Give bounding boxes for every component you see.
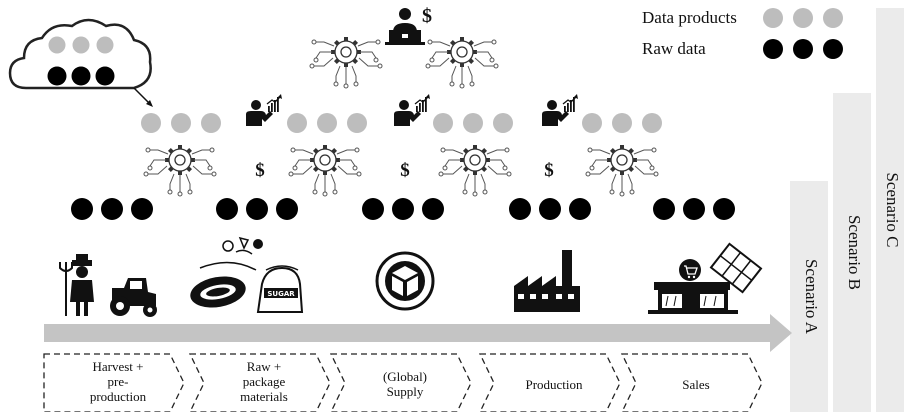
data-product-dot bbox=[317, 113, 337, 133]
scenario-band: Scenario A bbox=[790, 181, 828, 412]
raw-data-dot bbox=[793, 39, 813, 59]
stage-chevron: Production bbox=[478, 353, 621, 412]
scenario-label: Scenario B bbox=[845, 215, 864, 290]
gear-processing-icon bbox=[287, 143, 363, 198]
legend-data-products-label: Data products bbox=[642, 8, 737, 27]
analyst-chart-icon bbox=[541, 93, 579, 127]
gear-processing-icon bbox=[584, 143, 660, 198]
package-box-icon bbox=[375, 251, 435, 311]
currency-symbol: $ bbox=[544, 160, 554, 181]
stage-label: materials bbox=[240, 389, 288, 404]
gear-processing-icon bbox=[437, 143, 513, 198]
raw-data-dot bbox=[392, 198, 414, 220]
raw-data-dot bbox=[763, 39, 783, 59]
raw-data-dot bbox=[47, 66, 67, 86]
raw-data-dot bbox=[539, 198, 561, 220]
legend-raw-data-label: Raw data bbox=[642, 39, 706, 58]
currency-symbol: $ bbox=[422, 5, 432, 27]
raw-data-dot bbox=[569, 198, 591, 220]
analyst-chart-icon bbox=[245, 93, 283, 127]
data-product-dot bbox=[201, 113, 221, 133]
cloud-icon bbox=[8, 18, 153, 107]
currency-symbol: $ bbox=[255, 160, 265, 181]
gear-processing-icon bbox=[424, 35, 500, 90]
svg-text:SUGAR: SUGAR bbox=[267, 290, 295, 298]
stage-label: production bbox=[90, 389, 147, 404]
stage-chevron: (Global)Supply bbox=[329, 353, 472, 412]
stage-label: Sales bbox=[682, 377, 709, 392]
raw-data-dot bbox=[71, 198, 93, 220]
factory-icon bbox=[514, 250, 580, 312]
raw-data-dot bbox=[101, 198, 123, 220]
gear-processing-icon bbox=[308, 35, 384, 90]
raw-data-dot bbox=[713, 198, 735, 220]
raw-data-dot bbox=[95, 66, 115, 86]
stage-chevron: Sales bbox=[620, 353, 763, 412]
raw-data-dot bbox=[71, 66, 91, 86]
raw-data-dot bbox=[362, 198, 384, 220]
data-product-dot bbox=[171, 113, 191, 133]
data-product-dot bbox=[433, 113, 453, 133]
data-product-dot bbox=[96, 36, 114, 54]
stage-label: Production bbox=[525, 377, 583, 392]
gear-processing-icon bbox=[142, 143, 218, 198]
analyst-chart-icon bbox=[393, 93, 431, 127]
stage-label: Raw + bbox=[247, 359, 281, 374]
data-product-dot bbox=[823, 8, 843, 28]
raw-data-dot bbox=[216, 198, 238, 220]
raw-data-dot bbox=[683, 198, 705, 220]
data-product-dot bbox=[793, 8, 813, 28]
raw-data-dot bbox=[509, 198, 531, 220]
stage-chevron: Harvest +pre-production bbox=[43, 353, 185, 412]
scenario-label: Scenario C bbox=[883, 172, 902, 247]
stage-label: (Global) bbox=[383, 369, 427, 384]
data-product-dot bbox=[493, 113, 513, 133]
data-product-dot bbox=[642, 113, 662, 133]
data-product-dot bbox=[612, 113, 632, 133]
data-product-dot bbox=[582, 113, 602, 133]
farmer-tractor-icon bbox=[59, 254, 157, 317]
shop-chocolate-icon bbox=[648, 242, 763, 314]
scenario-band: Scenario B bbox=[833, 93, 871, 412]
value-chain-arrow bbox=[44, 314, 792, 352]
stage-label: package bbox=[243, 374, 286, 389]
raw-data-dot bbox=[276, 198, 298, 220]
raw-data-dot bbox=[422, 198, 444, 220]
platform-laptop-user-icon bbox=[385, 8, 425, 45]
raw-data-dot bbox=[246, 198, 268, 220]
scenario-label: Scenario A bbox=[802, 259, 821, 335]
stage-label: Harvest + bbox=[92, 359, 143, 374]
data-product-dot bbox=[48, 36, 66, 54]
stage-label: pre- bbox=[108, 374, 129, 389]
raw-data-dot bbox=[823, 39, 843, 59]
raw-data-dot bbox=[653, 198, 675, 220]
stage-label: Supply bbox=[387, 384, 424, 399]
data-product-dot bbox=[763, 8, 783, 28]
data-product-dot bbox=[72, 36, 90, 54]
data-product-dot bbox=[463, 113, 483, 133]
data-product-dot bbox=[347, 113, 367, 133]
legend: Data products Raw data bbox=[642, 8, 843, 59]
currency-symbol: $ bbox=[400, 160, 410, 181]
data-product-dot bbox=[141, 113, 161, 133]
raw-data-dot bbox=[131, 198, 153, 220]
data-product-dot bbox=[287, 113, 307, 133]
scenario-band: Scenario C bbox=[876, 8, 904, 412]
cocoa-sugar-icon: SUGAR bbox=[190, 236, 304, 313]
